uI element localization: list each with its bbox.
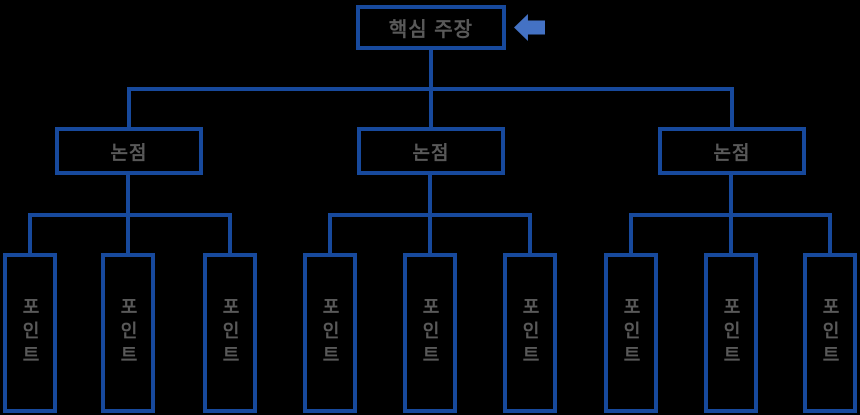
connector-branch1-stub-3	[228, 213, 232, 254]
connector-branch3-drop	[729, 175, 733, 216]
root-node[interactable]: 핵심 주장	[356, 5, 506, 50]
connector-branch2-stub-1	[328, 213, 332, 254]
leaf-node-5[interactable]: 포인트	[403, 253, 457, 413]
connector-branch3-stub-2	[729, 213, 733, 254]
branch-node-2[interactable]: 논점	[357, 127, 505, 175]
connector-branch3-stub-1	[629, 213, 633, 254]
connector-stub-center	[429, 87, 433, 127]
left-arrow-icon	[514, 14, 545, 41]
connector-branch1-stub-1	[28, 213, 32, 254]
connector-stub-right	[730, 87, 734, 127]
connector-branch1-rail	[28, 213, 232, 217]
leaf-node-8[interactable]: 포인트	[704, 253, 758, 413]
leaf-node-9[interactable]: 포인트	[803, 253, 857, 413]
leaf-node-4[interactable]: 포인트	[303, 253, 357, 413]
connector-branch1-stub-2	[126, 213, 130, 254]
leaf-node-2[interactable]: 포인트	[101, 253, 155, 413]
connector-branch2-stub-3	[528, 213, 532, 254]
connector-stub-left	[127, 87, 131, 127]
branch-node-3[interactable]: 논점	[658, 127, 806, 175]
leaf-node-1[interactable]: 포인트	[3, 253, 57, 413]
connector-branch2-drop	[428, 175, 432, 216]
connector-branch2-stub-2	[428, 213, 432, 254]
connector-branch3-stub-3	[828, 213, 832, 254]
branch-node-1[interactable]: 논점	[55, 127, 203, 175]
leaf-node-7[interactable]: 포인트	[604, 253, 658, 413]
connector-branch1-drop	[126, 175, 130, 216]
leaf-node-6[interactable]: 포인트	[503, 253, 557, 413]
leaf-node-3[interactable]: 포인트	[203, 253, 257, 413]
connector-root-drop	[429, 50, 433, 90]
